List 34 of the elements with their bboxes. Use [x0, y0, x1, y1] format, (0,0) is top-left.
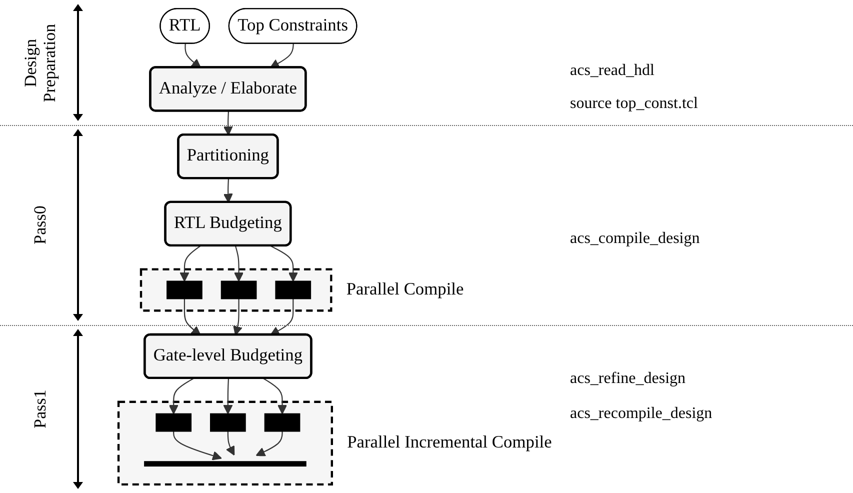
- arrow: [234, 246, 244, 282]
- arrow: [184, 44, 201, 68]
- node-bar: [144, 461, 306, 467]
- cluster: [117, 400, 333, 486]
- node-box: [156, 413, 192, 432]
- phase-label: Pass1: [30, 388, 50, 430]
- arrow: [180, 246, 201, 282]
- phase-label: Design Preparation: [21, 22, 59, 104]
- node-box: [166, 280, 202, 300]
- arrow: [270, 298, 294, 336]
- command-text: source top_const.tcl: [570, 95, 698, 113]
- arrow: [223, 178, 233, 203]
- arrow: [223, 111, 233, 136]
- arrow: [226, 431, 234, 456]
- node-box: [264, 413, 300, 432]
- arrow: [168, 378, 194, 414]
- arrow: [232, 298, 242, 336]
- command-text: acs_recompile_design: [570, 405, 712, 423]
- command-text: acs_compile_design: [570, 230, 700, 248]
- arrow: [263, 378, 287, 414]
- cluster: [140, 268, 332, 312]
- node-box: [210, 413, 246, 432]
- command-text: acs_read_hdl: [570, 62, 654, 80]
- node-box: [275, 280, 311, 300]
- arrow: [256, 431, 283, 456]
- arrow: [184, 298, 201, 336]
- arrow: [172, 431, 222, 460]
- arrow: [222, 378, 233, 414]
- arrow: [270, 245, 298, 282]
- node-box: [220, 280, 257, 300]
- arrow: [270, 44, 294, 68]
- phase-label: Pass0: [30, 204, 50, 246]
- flowchart-drawing: RTL Top Constraints Analyze / Elaborate Partitioning RTL Budgeting Parallel Compile Gate-level Budgeting Parallel Incremental Compile: [112, 2, 558, 491]
- command-text: acs_refine_design: [570, 370, 686, 388]
